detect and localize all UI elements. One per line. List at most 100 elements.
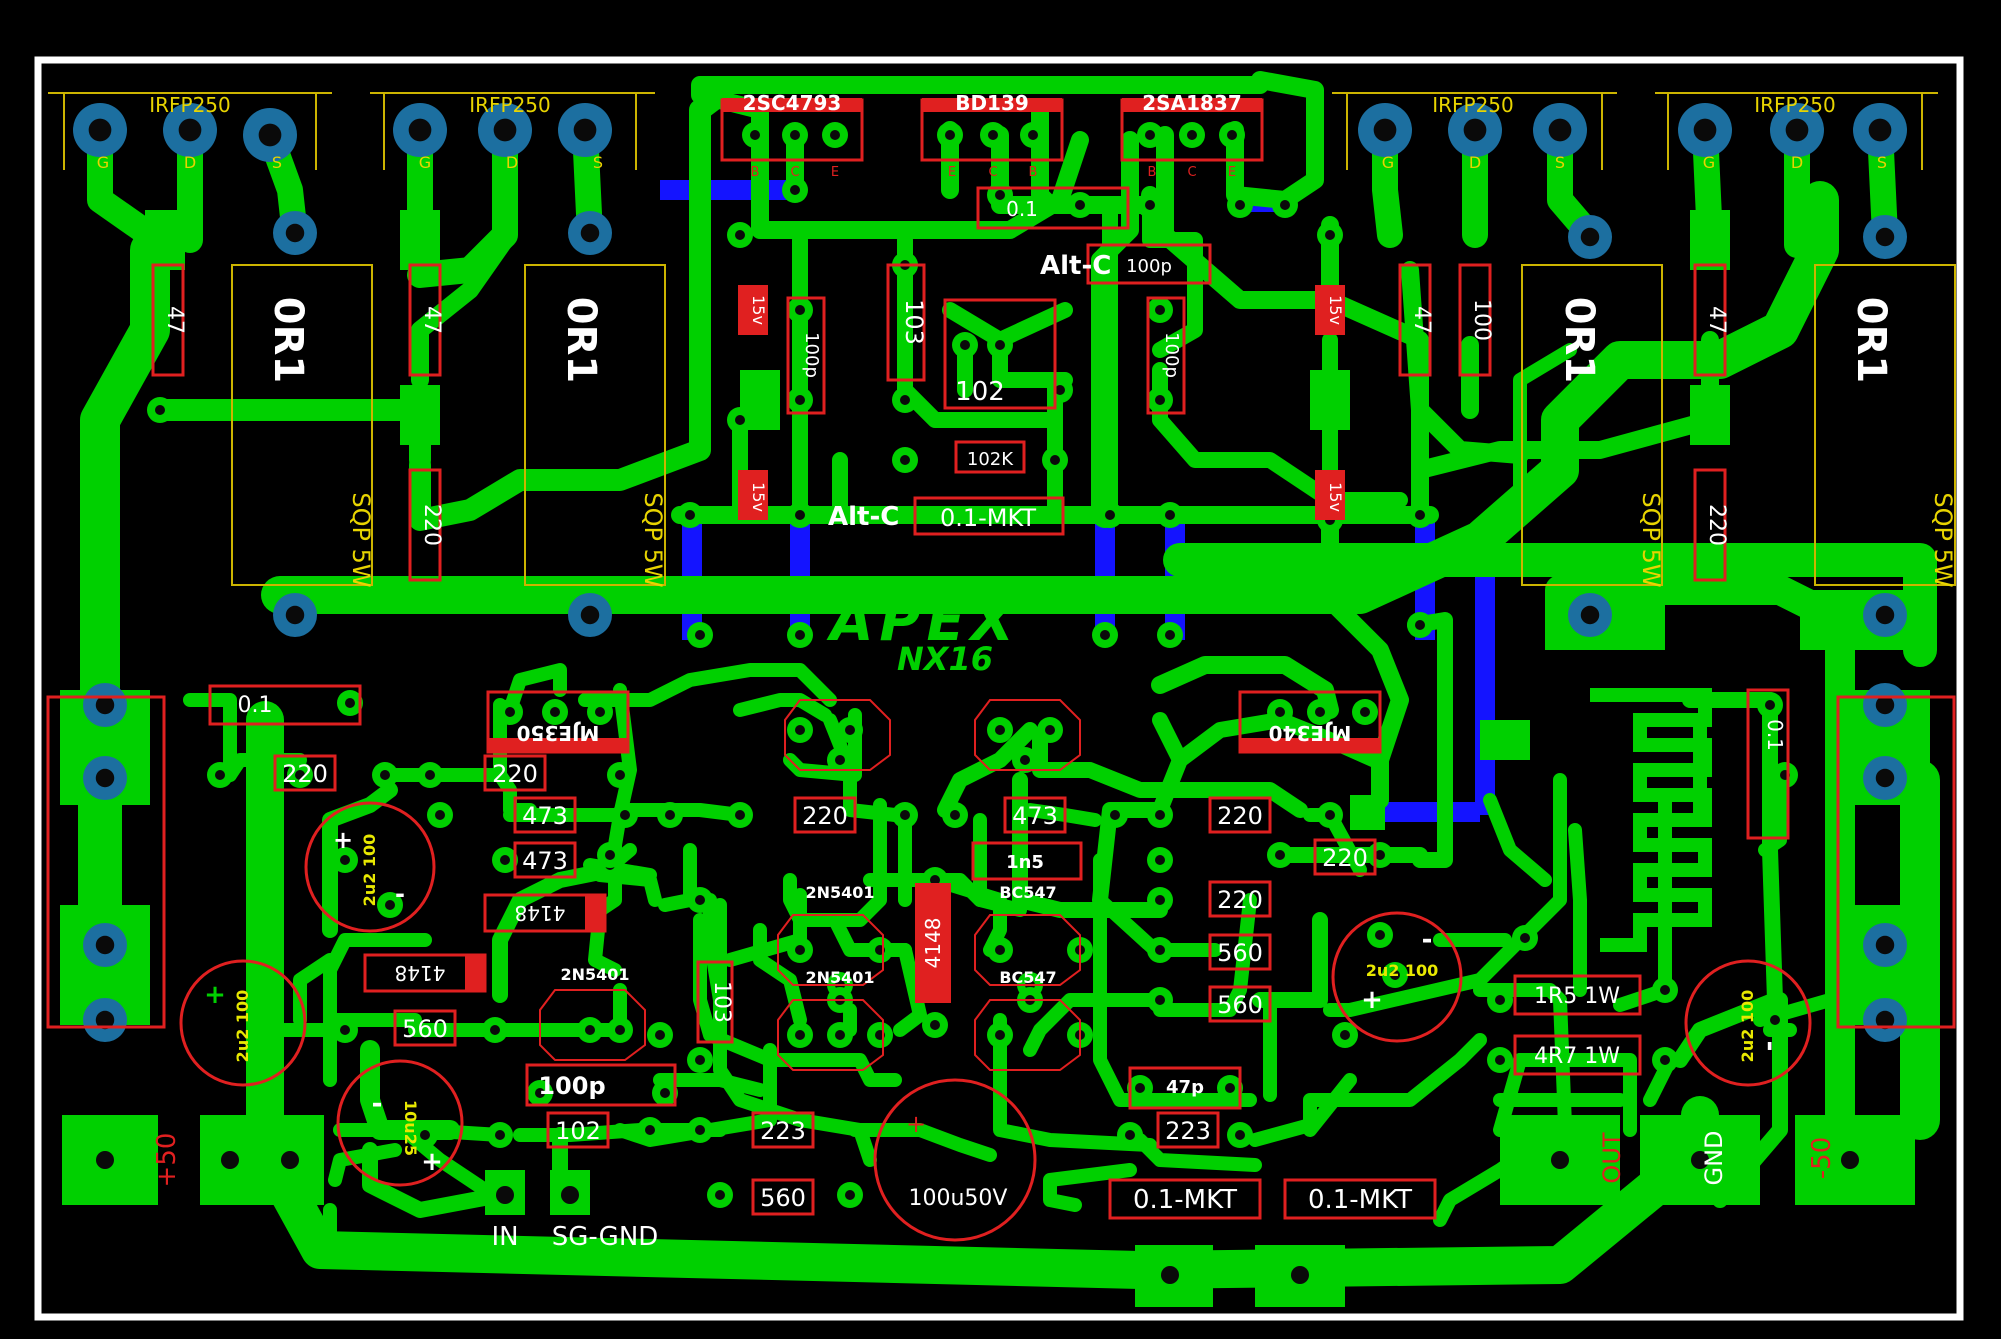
power-pad-hole bbox=[573, 118, 597, 142]
res-left-102: 102 bbox=[555, 1117, 601, 1145]
emitter-resistor-4-value: 0R1 bbox=[1848, 297, 1894, 383]
res-right-220-c: 220 bbox=[1322, 844, 1368, 872]
polarity-plus-2: + bbox=[204, 980, 226, 1010]
solder-pad-hole bbox=[1055, 385, 1065, 395]
mkt-caps bbox=[1108, 1178, 1437, 1220]
solder-pad-hole bbox=[1415, 620, 1425, 630]
power-pad-hole bbox=[1875, 227, 1895, 247]
terminal-hole bbox=[1691, 1151, 1709, 1169]
terminal-in-label: IN bbox=[491, 1222, 518, 1252]
power-pad-hole bbox=[580, 223, 600, 243]
mosfet-q4-label: IRFP250 bbox=[1754, 93, 1836, 117]
solder-pad-hole bbox=[960, 340, 970, 350]
solder-pad-hole bbox=[1145, 130, 1155, 140]
cap-100p: 100p bbox=[538, 1072, 605, 1100]
solder-pad-hole bbox=[1100, 630, 1110, 640]
solder-pad-hole bbox=[1660, 985, 1670, 995]
solder-pad-hole bbox=[495, 1130, 505, 1140]
solder-pad-hole bbox=[1165, 510, 1175, 520]
power-pad-hole bbox=[1463, 118, 1487, 142]
gate-resistor-1: 47 bbox=[162, 306, 187, 334]
terminal-pos-label: +50 bbox=[152, 1133, 182, 1188]
ecap-5: 2u2 100 bbox=[1366, 961, 1439, 980]
solder-pad-hole bbox=[1235, 1130, 1245, 1140]
solder-pad-hole bbox=[1155, 395, 1165, 405]
solder-pad-hole bbox=[295, 770, 305, 780]
mosfet-q4-pin-s: S bbox=[1877, 153, 1887, 172]
solder-pad-hole bbox=[340, 1025, 350, 1035]
mosfet-q2-pin-s: S bbox=[593, 153, 603, 172]
power-pad-hole bbox=[178, 118, 202, 142]
power-pad-hole bbox=[580, 605, 600, 625]
solder-pad-hole bbox=[685, 510, 695, 520]
emitter-resistor-1-rating: SQP 5W bbox=[347, 492, 375, 587]
solder-pad-hole bbox=[995, 190, 1005, 200]
solder-pad-hole bbox=[1765, 700, 1775, 710]
q-bc547-a: BC547 bbox=[999, 883, 1056, 902]
driver-2sa1837-pin-e: E bbox=[1228, 165, 1236, 180]
power-pad-hole bbox=[1785, 118, 1809, 142]
polarity-minus-1: - bbox=[395, 880, 405, 908]
bias-trimmer-102: 102 bbox=[955, 377, 1005, 407]
res-left-103: 103 bbox=[709, 981, 734, 1023]
solder-pad-hole bbox=[1660, 1055, 1670, 1065]
diodes bbox=[363, 883, 951, 1003]
solder-pad-hole bbox=[1020, 755, 1030, 765]
solder-pad-hole bbox=[900, 395, 910, 405]
solder-pad-hole bbox=[945, 130, 955, 140]
solder-pad-hole bbox=[695, 1055, 705, 1065]
res-right-473: 473 bbox=[1012, 802, 1058, 830]
terminal-hole bbox=[221, 1151, 239, 1169]
power-pad-hole bbox=[1580, 605, 1600, 625]
solder-pad-hole bbox=[385, 900, 395, 910]
solder-pad-hole bbox=[615, 770, 625, 780]
mosfet-q2-label: IRFP250 bbox=[469, 93, 551, 117]
output-parts bbox=[46, 688, 1956, 1076]
power-pad-hole bbox=[1875, 695, 1895, 715]
solder-pad-hole bbox=[795, 630, 805, 640]
diode-1: 4148 bbox=[515, 901, 566, 925]
mosfet-q3-pin-s: S bbox=[1555, 153, 1565, 172]
bias-resistor-102k: 102K bbox=[967, 449, 1014, 470]
terminal-out-label: OUT bbox=[1598, 1132, 1626, 1183]
res-left-220-b: 220 bbox=[492, 760, 538, 788]
solder-pad-hole bbox=[155, 405, 165, 415]
solder-pad-hole bbox=[1155, 855, 1165, 865]
bias-resistor-103: 103 bbox=[900, 299, 928, 345]
res-left-220-a: 220 bbox=[282, 760, 328, 788]
top-small-parts bbox=[786, 186, 1212, 536]
solder-pad-hole bbox=[735, 810, 745, 820]
mosfet-q2: IRFP250 G D S bbox=[370, 92, 655, 172]
polarity-minus-3: - bbox=[1422, 925, 1433, 955]
to92-outlines bbox=[539, 699, 1081, 1071]
top-cap-3: 100p bbox=[1126, 256, 1172, 277]
solder-pad-hole bbox=[1155, 895, 1165, 905]
power-pad-hole bbox=[1868, 118, 1892, 142]
board-outline bbox=[34, 56, 1964, 1321]
solder-pad-hole bbox=[930, 875, 940, 885]
solder-pad-hole bbox=[1495, 995, 1505, 1005]
mosfet-q1: IRFP250 G D S bbox=[48, 92, 332, 172]
ecap-1: 2u2 100 bbox=[360, 834, 379, 907]
driver-bd139: BD139 E C B bbox=[920, 91, 1064, 180]
driver-bd139-pin-c: C bbox=[988, 165, 997, 180]
power-pad-hole bbox=[95, 695, 115, 715]
emitter-resistors bbox=[231, 264, 1956, 586]
res-1r5: 1R5 1W bbox=[1534, 984, 1620, 1009]
brand-model: NX16 bbox=[897, 640, 993, 678]
solder-pad-hole bbox=[695, 1125, 705, 1135]
mosfet-q4-pin-d: D bbox=[1791, 153, 1803, 172]
solder-pad-hole bbox=[1045, 725, 1055, 735]
alt-label-1: Alt-C bbox=[1040, 251, 1111, 281]
solder-pad-hole bbox=[695, 895, 705, 905]
solder-pad-hole bbox=[605, 850, 615, 860]
q-2n5401-b: 2N5401 bbox=[805, 883, 874, 902]
driver-2sc4793-pin-b: B bbox=[751, 165, 760, 180]
solder-pad-hole bbox=[655, 1030, 665, 1040]
solder-pad-hole bbox=[420, 1130, 430, 1140]
res-bottom-560: 560 bbox=[760, 1184, 806, 1212]
film-cap-bottom-1: 0.1-MKT bbox=[1133, 1185, 1237, 1215]
solder-pad-hole bbox=[750, 130, 760, 140]
driver-2sc4793-pin-e: E bbox=[831, 165, 839, 180]
zener-3: 15v bbox=[1326, 295, 1345, 325]
